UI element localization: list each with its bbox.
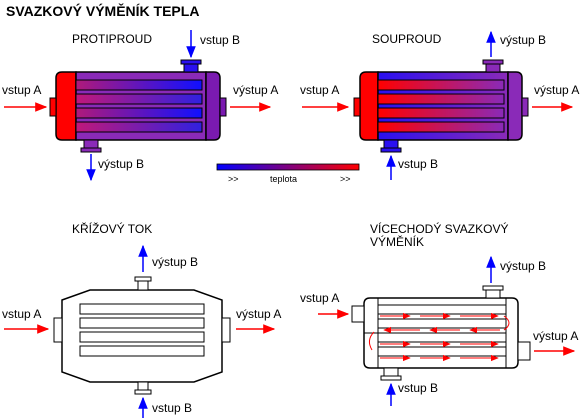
inlet-a-nozzle	[49, 97, 57, 117]
inlet-b-label: vstup B	[152, 401, 192, 415]
inlet-b-label: vstup B	[200, 33, 240, 47]
left-head	[359, 71, 379, 141]
panel-title-line2: VÝMĚNÍK	[370, 234, 424, 249]
tube	[377, 93, 505, 105]
left-head	[55, 71, 77, 141]
tube	[377, 318, 507, 329]
outlet-a-nozzle	[221, 317, 231, 343]
tube	[75, 93, 203, 105]
tube	[377, 107, 505, 119]
inlet-a-label: vstup A	[2, 307, 41, 321]
tube	[377, 332, 507, 343]
inlet-a-label: vstup A	[300, 291, 339, 305]
temperature-bar	[216, 163, 360, 171]
panel-title: KŘÍŽOVÝ TOK	[72, 221, 152, 236]
outlet-b-label: výstup B	[500, 259, 546, 273]
right-head	[205, 71, 221, 141]
inlet-a-nozzle	[53, 317, 63, 343]
tube	[79, 303, 205, 315]
panel-souproud: SOUPROUD vstup A výstup A výstup B vstup…	[300, 30, 579, 180]
inlet-a-label: vstup A	[2, 83, 41, 97]
inlet-a-label: vstup A	[300, 83, 339, 97]
panel-title-line1: VÍCECHODÝ SVAZKOVÝ	[370, 221, 508, 236]
outlet-b-label: výstup B	[98, 157, 144, 171]
outlet-a-nozzle	[521, 97, 529, 117]
tube	[79, 345, 205, 357]
panel-title: PROTIPROUD	[72, 32, 152, 46]
tube	[377, 346, 507, 357]
diagram-title: SVAZKOVÝ VÝMĚNÍK TEPLA	[6, 2, 199, 19]
tube	[79, 331, 205, 343]
legend-label: teplota	[270, 174, 297, 184]
tube	[75, 107, 203, 119]
outlet-a-label: výstup A	[534, 83, 579, 97]
outlet-a-label: výstup A	[233, 83, 278, 97]
tube	[377, 79, 505, 91]
panel-protiproud: PROTIPROUD vstup A výstup A vstup B výst…	[2, 30, 278, 182]
outlet-a-nozzle	[219, 97, 227, 117]
panel-title: SOUPROUD	[372, 32, 442, 46]
tube	[377, 304, 507, 315]
tube	[79, 317, 205, 329]
outlet-b-label: výstup B	[500, 33, 546, 47]
outlet-a-label: výstup A	[533, 329, 578, 343]
inlet-a-nozzle	[351, 305, 365, 323]
inlet-b-label: vstup B	[398, 381, 438, 395]
outlet-b-label: výstup B	[152, 255, 198, 269]
legend-right-marker: >>	[340, 174, 351, 184]
outlet-a-nozzle	[517, 341, 531, 361]
right-head	[507, 71, 523, 141]
outlet-a-label: výstup A	[236, 307, 281, 321]
tube	[75, 79, 203, 91]
temperature-legend: >> teplota >>	[216, 163, 360, 184]
inlet-b-label: vstup B	[398, 157, 438, 171]
internal-flow	[368, 312, 510, 362]
inlet-a-nozzle	[353, 97, 361, 117]
panel-vicechody: VÍCECHODÝ SVAZKOVÝ VÝMĚNÍK	[300, 221, 578, 406]
panel-krizovy-tok: KŘÍŽOVÝ TOK vstup A výstup A výstup B vs…	[2, 221, 281, 418]
tube	[377, 121, 505, 133]
legend-left-marker: >>	[228, 174, 239, 184]
tube	[75, 121, 203, 133]
